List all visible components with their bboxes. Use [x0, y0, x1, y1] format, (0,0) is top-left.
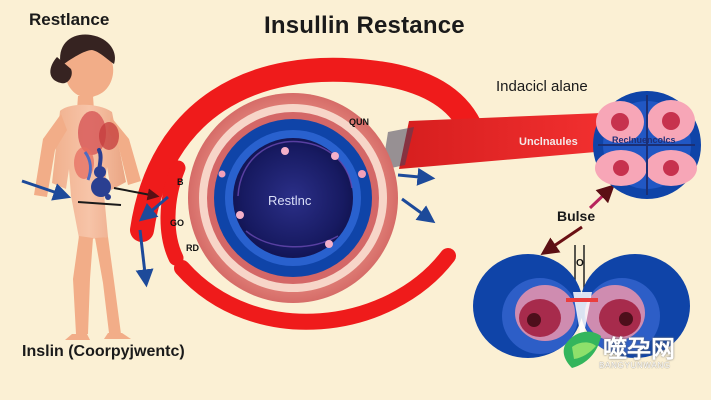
- small-left-label-2: GO: [170, 218, 185, 228]
- pulse-label: Bulse: [557, 208, 596, 224]
- watermark-brand: 噬孕网: [603, 336, 675, 363]
- diagram-title: Insullin Restance: [264, 12, 465, 39]
- bottom-left-label: Inslin (Coorpyjwentc): [22, 343, 185, 360]
- small-right-label: O: [576, 258, 584, 269]
- beam-label: Unclnaules: [519, 136, 578, 148]
- top-left-label: Restlance: [29, 10, 110, 29]
- center-cell-label: Restlnc: [268, 193, 312, 208]
- watermark-subtitle: BANGYUNWANG: [599, 361, 671, 370]
- top-right-label: Indacicl alane: [496, 78, 588, 95]
- small-left-label-3: RD: [186, 243, 199, 253]
- right-cell-label: Reclnuencolcs: [612, 135, 676, 145]
- small-left-label-1: B: [177, 177, 184, 187]
- small-top-label: QUN: [349, 117, 369, 127]
